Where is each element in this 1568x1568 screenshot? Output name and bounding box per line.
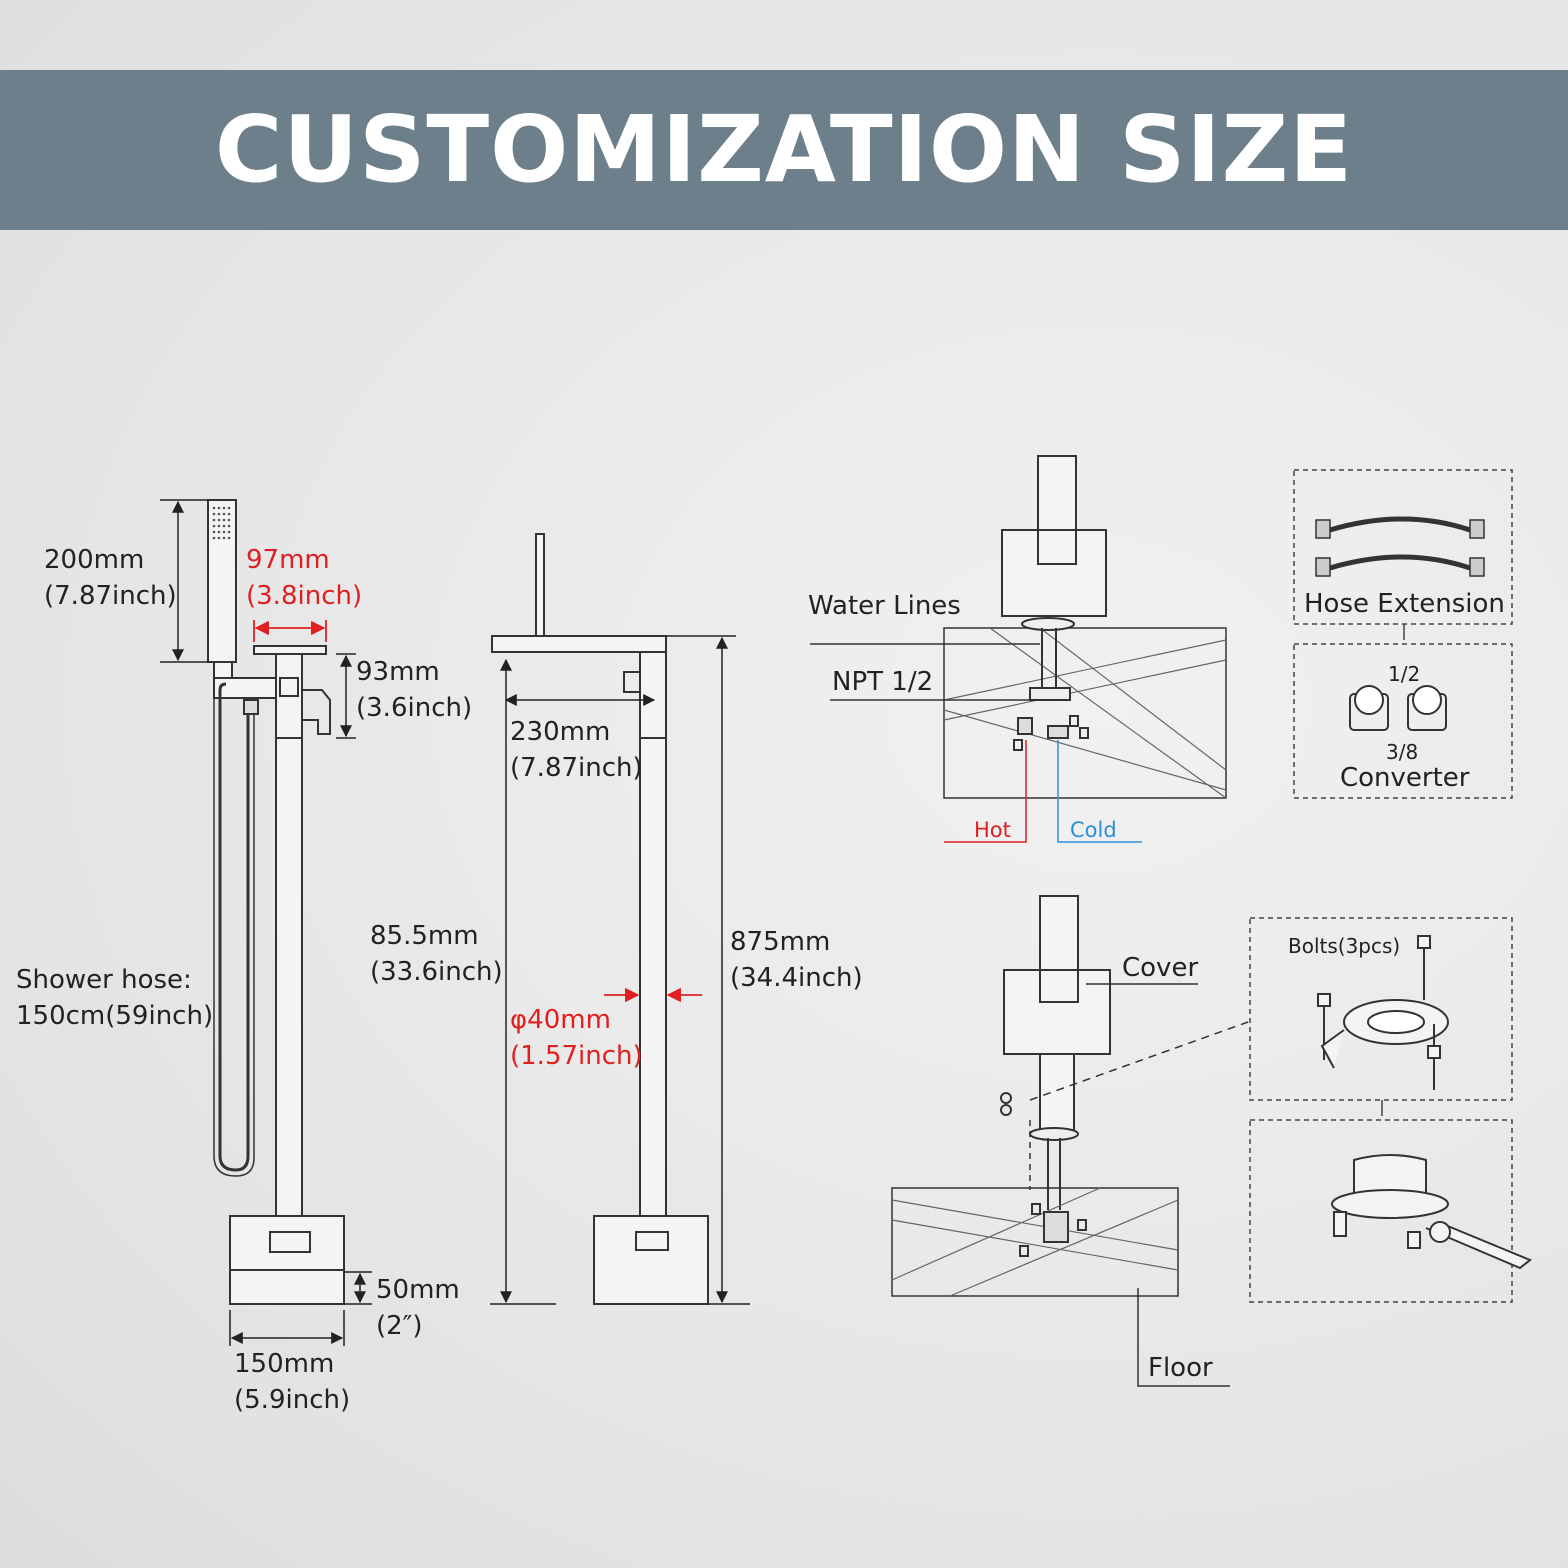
handle-width-label: 97mm [246, 545, 330, 575]
base-height-inch: (2″) [376, 1311, 423, 1341]
shower-hose-length: 150cm(59inch) [16, 1001, 214, 1031]
handshower-length-inch: (7.87inch) [44, 581, 177, 611]
spout-reach-inch: (7.87inch) [510, 753, 643, 783]
converter-icon [1349, 685, 1447, 731]
base-width-inch: (5.9inch) [234, 1385, 351, 1415]
cold-label: Cold [1070, 818, 1117, 842]
hose-extension-label: Hose Extension [1304, 589, 1505, 619]
cover-floor-diagram [891, 895, 1249, 1387]
total-height-inch: (34.4inch) [730, 963, 863, 993]
page-title: CUSTOMIZATION SIZE [214, 96, 1354, 203]
handshower-icon [207, 499, 237, 663]
faucet-side-view [207, 499, 345, 1305]
hot-cold-lines [944, 740, 1142, 843]
cover-label: Cover [1122, 953, 1199, 983]
handle-height-inch: (3.6inch) [356, 693, 473, 723]
floor-label: Floor [1148, 1353, 1213, 1383]
column-height-inch: (33.6inch) [370, 957, 503, 987]
total-height-label: 875mm [730, 927, 831, 957]
handshower-length-label: 200mm [44, 545, 145, 575]
bolts-label: Bolts(3pcs) [1288, 934, 1401, 958]
faucet-front-view [491, 533, 709, 1305]
title-banner: CUSTOMIZATION SIZE [0, 70, 1568, 230]
wrench-icon [1331, 1154, 1532, 1270]
base-width-label: 150mm [234, 1349, 335, 1379]
shower-hose-label: Shower hose: [16, 965, 192, 995]
accessory-boxes [1249, 469, 1532, 1303]
npt-label: NPT 1/2 [832, 667, 934, 697]
converter-label: Converter [1340, 763, 1470, 793]
hot-label: Hot [974, 818, 1011, 842]
faucet-front-dimensions [490, 635, 750, 1305]
bolts-icon [1317, 935, 1449, 1090]
water-lines-label: Water Lines [808, 591, 961, 621]
base-height-label: 50mm [376, 1275, 460, 1305]
spout-reach-label: 230mm [510, 717, 611, 747]
handle-height-label: 93mm [356, 657, 440, 687]
column-height-label: 85.5mm [370, 921, 479, 951]
converter-bottom-size: 3/8 [1386, 740, 1419, 764]
faucet-side-dimensions [160, 499, 372, 1346]
water-lines-diagram [810, 455, 1227, 799]
pipe-diameter-label: φ40mm [510, 1005, 611, 1035]
hose-extension-icon [1329, 516, 1471, 533]
handle-width-inch: (3.8inch) [246, 581, 363, 611]
converter-top-size: 1/2 [1388, 662, 1421, 686]
handle-width-dimension [253, 620, 327, 642]
pipe-diameter-inch: (1.57inch) [510, 1041, 643, 1071]
